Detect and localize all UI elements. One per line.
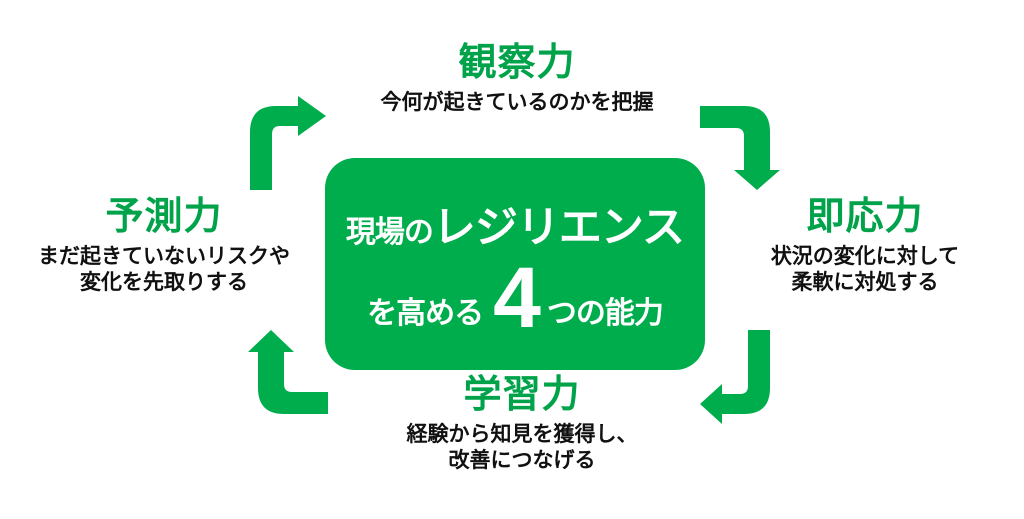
capability-right-desc-line2: 柔軟に対処する [791,271,939,295]
center-line2-prefix: を高める [367,297,484,330]
capability-bottom-title: 学習力 [463,374,581,416]
capability-top: 観察力 今何が起きているのかを把握 [332,42,702,116]
arrow-right-to-bottom-icon [700,330,782,424]
capability-bottom: 学習力 経験から知見を獲得し、 改善につなげる [342,374,702,475]
arrow-bottom-to-left-icon [246,330,328,424]
center-line1-small: 現場の [345,216,434,249]
capability-bottom-desc: 経験から知見を獲得し、 改善につなげる [342,422,702,475]
center-box: 現場の レジリエンス を高める 4 つの能力 [325,158,705,370]
capability-left-desc: まだ起きていないリスクや 変化を先取りする [24,244,304,297]
capability-bottom-desc-line2: 改善につなげる [448,449,596,473]
capability-top-title: 観察力 [458,42,576,84]
center-number: 4 [493,250,541,346]
capability-left-title: 予測力 [105,196,223,238]
center-line-2: を高める 4 つの能力 [367,250,664,346]
capability-left: 予測力 まだ起きていないリスクや 変化を先取りする [24,196,304,297]
capability-right-title: 即応力 [806,196,924,238]
capability-top-desc-line1: 今何が起きているのかを把握 [380,90,654,114]
capability-right-desc: 状況の変化に対して 柔軟に対処する [740,244,990,297]
arrow-top-to-right-icon [700,96,782,190]
capability-left-desc-line2: 変化を先取りする [80,271,248,295]
center-line1-large: レジリエンス [432,204,685,252]
capability-right: 即応力 状況の変化に対して 柔軟に対処する [740,196,990,297]
center-line-1: 現場の レジリエンス [345,204,685,252]
capability-bottom-desc-line1: 経験から知見を獲得し、 [406,422,638,446]
arrow-left-to-top-icon [246,96,328,190]
capability-right-desc-line1: 状況の変化に対して [770,244,960,268]
capability-left-desc-line1: まだ起きていないリスクや [38,244,290,268]
center-line2-suffix: つの能力 [546,297,664,330]
capability-top-desc: 今何が起きているのかを把握 [332,90,702,116]
